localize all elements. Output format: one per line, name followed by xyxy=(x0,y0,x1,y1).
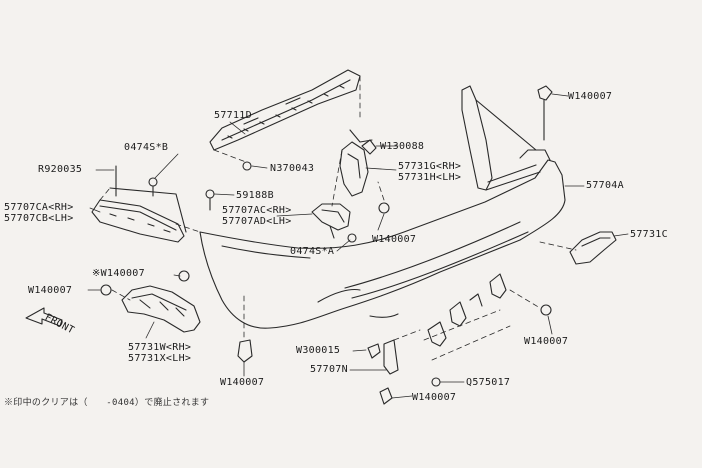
footnote: ※印中のクリアは（ -0404）で廃止されます xyxy=(4,398,210,408)
label-0474S-A: 0474S*A xyxy=(290,246,335,257)
side-stay-g-h xyxy=(339,129,373,197)
label-W140007-left: W140007 xyxy=(28,285,73,296)
label-N370043: N370043 xyxy=(270,163,315,174)
left-side-bracket xyxy=(91,187,187,243)
label-57707CB: 57707CB<LH> xyxy=(4,213,74,224)
label-57711D: 57711D xyxy=(214,110,252,121)
label-W140007-bottom: W140007 xyxy=(220,377,265,388)
bumper-cover xyxy=(199,85,566,329)
label-57731G: 57731G<RH> xyxy=(398,161,462,172)
label-57707AD: 57707AD<LH> xyxy=(222,216,292,227)
side-bracket-ac-ad xyxy=(311,203,351,239)
label-57707N: 57707N xyxy=(310,364,348,375)
label-W140007-star: ※W140007 xyxy=(92,268,145,279)
leader-lines xyxy=(87,93,629,399)
label-W140007-right: W140007 xyxy=(524,336,569,347)
left-lower-stay xyxy=(121,285,201,333)
label-57704A: 57704A xyxy=(586,180,624,191)
lower-brackets xyxy=(383,273,507,375)
arrow-left-icon xyxy=(25,307,63,327)
label-57731X: 57731X<LH> xyxy=(128,353,192,364)
label-W140007-mid: W140007 xyxy=(372,234,417,245)
label-Q575017: Q575017 xyxy=(466,377,511,388)
assembly-dashed-lines xyxy=(99,75,577,361)
upper-beam xyxy=(209,69,361,151)
fasteners xyxy=(100,85,553,405)
label-0474S-B: 0474S*B xyxy=(124,142,169,153)
label-W300015: W300015 xyxy=(296,345,341,356)
label-57707AC: 57707AC<RH> xyxy=(222,205,292,216)
label-W140007-top: W140007 xyxy=(568,91,613,102)
label-W130088: W130088 xyxy=(380,141,425,152)
label-57731W: 57731W<RH> xyxy=(128,342,192,353)
label-R920035: R920035 xyxy=(38,164,83,175)
label-57731C: 57731C xyxy=(630,229,668,240)
label-W140007-low: W140007 xyxy=(412,392,457,403)
label-57707CA: 57707CA<RH> xyxy=(4,202,74,213)
label-57731H: 57731H<LH> xyxy=(398,172,462,183)
right-side-stay-c xyxy=(569,231,617,265)
label-59188B: 59188B xyxy=(236,190,274,201)
